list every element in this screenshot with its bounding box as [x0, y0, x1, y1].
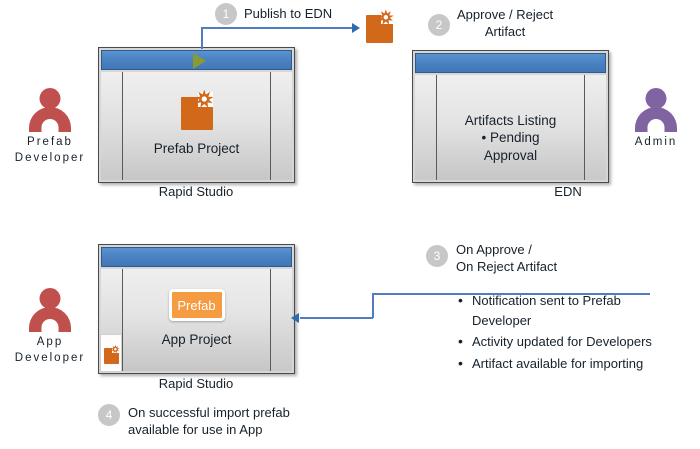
connector-3-horizontal-bottom [300, 317, 373, 319]
bullet-item: Activity updated for Developers [456, 331, 688, 351]
bullet-text-line: Developer [472, 312, 532, 328]
step-text-2: Approve / Reject Artifact [457, 6, 553, 40]
burst-glyph [110, 345, 120, 354]
window-titlebar[interactable] [415, 53, 606, 73]
window-titlebar[interactable] [101, 247, 292, 267]
artifacts-listing-heading: Artifacts Listing [464, 113, 557, 128]
step-text-line: On successful import prefab [128, 405, 290, 420]
actor-app-developer: App Developer [10, 288, 90, 366]
caption-rapid-studio-bottom: Rapid Studio [158, 376, 234, 391]
bullet-item: Artifact available for importing [456, 353, 688, 373]
actor-prefab-developer-label: Prefab Developer [10, 135, 90, 166]
step-text-line: available for use in App [128, 422, 263, 438]
play-icon[interactable] [193, 53, 206, 69]
actor-label-line: Prefab [27, 136, 73, 148]
artifacts-listing-item-cont: Approval [483, 147, 538, 163]
right-pane [270, 269, 292, 371]
window-content-text: App Project [123, 331, 270, 348]
person-icon [22, 88, 78, 134]
connector-1-arrowhead [352, 23, 360, 33]
step-text-3: On Approve / On Reject Artifact [456, 241, 557, 275]
bullet-item: Notification sent to Prefab Developer [456, 290, 688, 330]
step-text-line: On Reject Artifact [456, 259, 558, 275]
window-edn[interactable]: Artifacts Listing • Pending Approval [412, 50, 609, 183]
step-text-1: Publish to EDN [244, 5, 332, 22]
actor-admin: Admin [618, 88, 694, 151]
actor-label-line: Developer [14, 151, 86, 164]
step-badge-2: 2 [428, 14, 450, 36]
artifact-icon-in-transit [366, 9, 395, 43]
artifact-icon-small [104, 345, 120, 364]
connector-3-arrowhead [291, 313, 299, 323]
right-pane [270, 72, 292, 180]
connector-3-vertical [372, 293, 374, 318]
step-text-line: Artifact [484, 24, 526, 40]
window-titlebar[interactable] [101, 50, 292, 70]
actor-label-line: App [36, 336, 64, 348]
left-pane [415, 75, 437, 180]
prefab-chip[interactable]: Prefab [168, 289, 225, 321]
step-text-4: On successful import prefab available fo… [128, 404, 290, 438]
step-badge-1: 1 [215, 3, 237, 25]
main-pane: Prefab Project [123, 72, 270, 180]
main-pane: Prefab App Project [123, 269, 270, 371]
actor-label-line: Developer [14, 351, 86, 364]
window-body: Artifacts Listing • Pending Approval [415, 75, 606, 180]
project-name: App Project [161, 332, 232, 347]
right-pane [584, 75, 606, 180]
project-name: Prefab Project [153, 141, 240, 156]
step-text-line: Approve / Reject [457, 7, 554, 22]
actor-label-line: Admin [634, 136, 678, 148]
actor-admin-label: Admin [618, 135, 694, 151]
bullet-text-line: Notification sent to Prefab [472, 293, 621, 308]
window-content-text: Prefab Project [123, 140, 270, 157]
window-body: Prefab App Project [100, 269, 292, 372]
burst-glyph [195, 89, 214, 108]
main-pane: Artifacts Listing • Pending Approval [437, 75, 584, 180]
step3-bullet-list: Notification sent to Prefab Developer Ac… [456, 290, 688, 375]
imported-artifact-tile[interactable] [100, 334, 122, 372]
actor-app-developer-label: App Developer [10, 335, 90, 366]
person-icon [628, 88, 684, 134]
window-body: Prefab Project [101, 72, 292, 180]
window-app-project[interactable]: Prefab App Project [98, 244, 295, 374]
burst-glyph [378, 9, 395, 25]
person-icon [22, 288, 78, 334]
artifact-icon [180, 89, 214, 130]
step-badge-4: 4 [98, 404, 120, 426]
window-content-text: Artifacts Listing • Pending Approval [437, 112, 584, 164]
actor-prefab-developer: Prefab Developer [10, 88, 90, 166]
left-pane [100, 269, 123, 372]
caption-edn: EDN [554, 184, 582, 199]
connector-1-vertical [201, 27, 203, 49]
window-prefab-project[interactable]: Prefab Project [98, 47, 295, 183]
step-text-line: Publish to EDN [244, 6, 333, 21]
step-badge-3: 3 [426, 245, 448, 267]
left-pane [101, 72, 123, 180]
step-text-line: On Approve / [456, 242, 532, 257]
connector-1-horizontal [201, 27, 353, 29]
artifacts-listing-item: • Pending [481, 130, 540, 146]
caption-rapid-studio-top: Rapid Studio [158, 184, 234, 199]
